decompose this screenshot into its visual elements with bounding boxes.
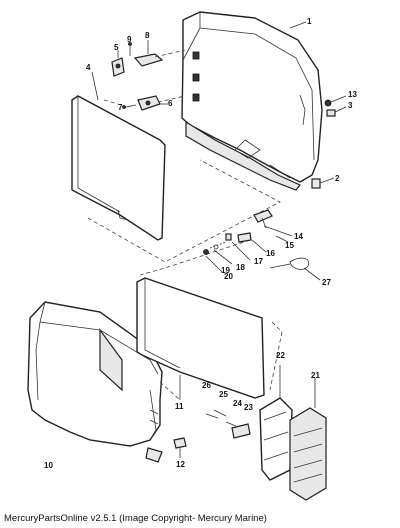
callout-11: 11 [175, 402, 184, 411]
callout-20: 20 [224, 272, 233, 281]
leader-lines [91, 21, 321, 458]
callout-5: 5 [114, 43, 119, 52]
callout-25: 25 [219, 390, 228, 399]
exploded-parts-diagram: 1 2 3 4 5 6 7 8 9 10 11 12 13 14 15 16 1… [27, 11, 357, 501]
callout-4: 4 [86, 63, 91, 72]
callout-labels: 1 2 3 4 5 6 7 8 9 10 11 12 13 14 15 16 1… [44, 17, 357, 470]
plate-parts [259, 397, 327, 501]
top-cowl-part [181, 11, 323, 191]
callout-18: 18 [236, 263, 245, 272]
hardware-parts [203, 209, 310, 270]
side-cowl-lower-part [27, 301, 163, 463]
callout-14: 14 [294, 232, 303, 241]
small-hardware-parts [205, 409, 251, 439]
side-panel-lower-part [136, 277, 265, 399]
callout-12: 12 [176, 460, 185, 469]
part-2 [311, 178, 321, 189]
callout-15: 15 [285, 241, 294, 250]
callout-27: 27 [322, 278, 331, 287]
callout-9: 9 [127, 35, 132, 44]
callout-22: 22 [276, 351, 285, 360]
callout-17: 17 [254, 257, 263, 266]
latch-parts [103, 42, 186, 111]
callout-19: 19 [221, 266, 230, 275]
callout-10: 10 [44, 461, 53, 470]
callout-2: 2 [335, 174, 340, 183]
callout-3: 3 [348, 101, 353, 110]
part-3 [326, 109, 336, 117]
callout-13: 13 [348, 90, 357, 99]
callout-1: 1 [307, 17, 312, 26]
part-12 [173, 437, 187, 449]
copyright-footer: MercuryPartsOnline v2.5.1 (Image Copyrig… [4, 513, 267, 524]
part-13 [324, 99, 332, 107]
callout-7: 7 [118, 103, 123, 112]
callout-21: 21 [311, 371, 320, 380]
callout-8: 8 [145, 31, 150, 40]
callout-16: 16 [266, 249, 275, 258]
callout-6: 6 [168, 99, 173, 108]
callout-23: 23 [244, 403, 253, 412]
side-panel-upper-part [71, 95, 166, 241]
callout-26: 26 [202, 381, 211, 390]
callout-24: 24 [233, 399, 242, 408]
